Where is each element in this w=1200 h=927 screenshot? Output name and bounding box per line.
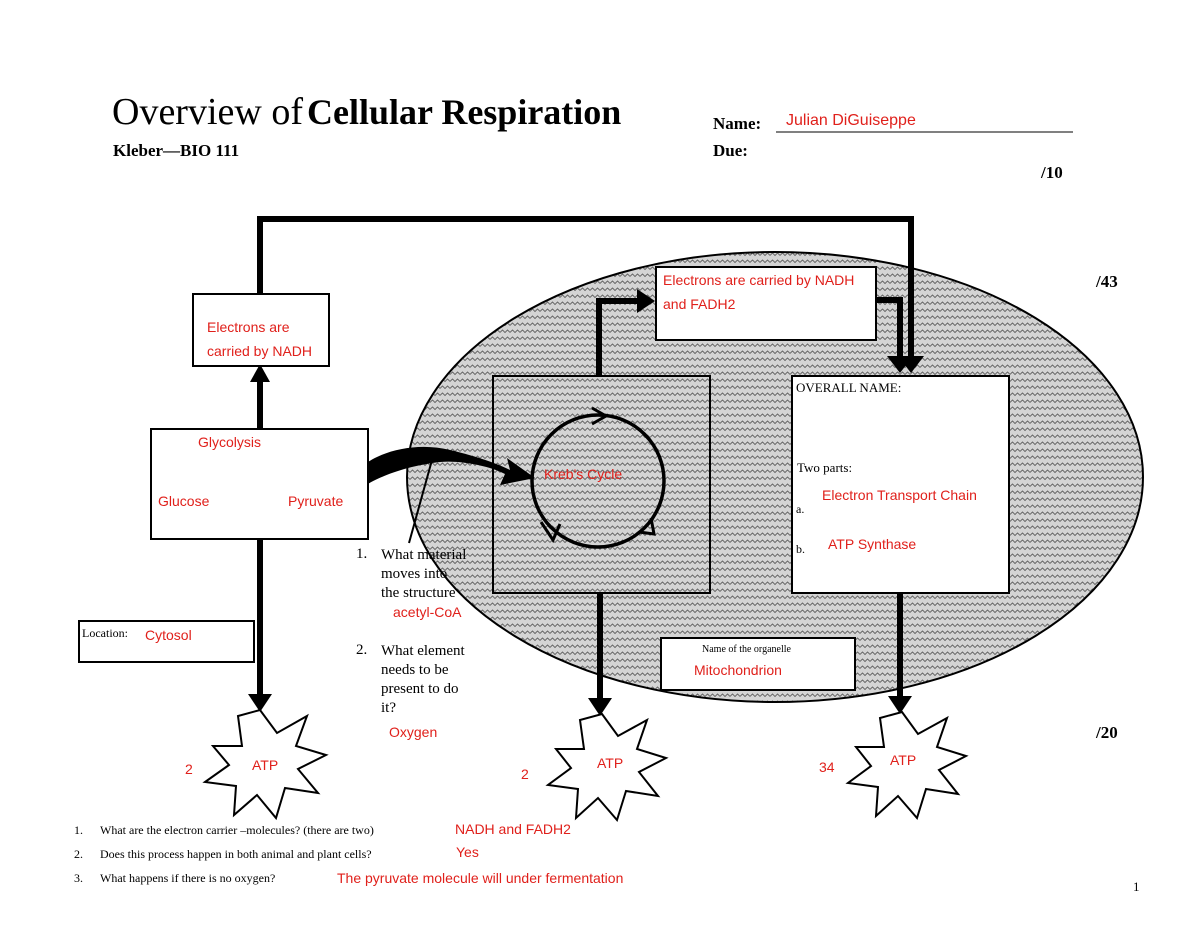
kreb-to-carrier-arrow: [596, 298, 640, 377]
mid-q2-line: it?: [381, 700, 396, 716]
glycolysis-carrier-text[interactable]: Electrons are carried by NADH: [207, 319, 313, 359]
course-label: Kleber—BIO 111: [113, 141, 240, 160]
mito-carrier-arrowhead: [887, 356, 913, 373]
kreb-cycle-circle: [530, 413, 666, 549]
glycolysis-box: [150, 428, 369, 540]
bottom-q2-answer[interactable]: Yes: [456, 844, 479, 860]
mid-q2-line: needs to be: [381, 662, 449, 678]
page-number: 1: [1133, 879, 1140, 894]
mid-q1-line: the structure: [381, 585, 456, 601]
organelle-label: Name of the organelle: [702, 644, 791, 655]
due-label: Due:: [713, 141, 748, 160]
bottom-q1-num: 1.: [74, 823, 83, 837]
etc-down-arrowhead: [888, 696, 912, 714]
bottom-q1-text: What are the electron carrier –molecules…: [100, 823, 374, 837]
bottom-q3-answer[interactable]: The pyruvate molecule will under ferment…: [337, 870, 624, 886]
atp-label-left: ATP: [252, 757, 279, 773]
part-a-label: a.: [796, 502, 805, 516]
mid-q1-line: moves into: [381, 566, 448, 582]
atp-starburst-right: [845, 710, 969, 821]
location-label: Location:: [82, 626, 128, 640]
organelle-box: Name of the organelle Mitochondrion: [660, 637, 856, 691]
question-pointer-line: [408, 459, 433, 544]
kreb-arrow-right: [638, 517, 656, 536]
atp-count-right[interactable]: 34: [819, 759, 835, 775]
name-label: Name:: [713, 114, 762, 133]
mid-q1-line: What material: [381, 547, 467, 563]
title-plain: Overview of: [112, 91, 303, 133]
name-value[interactable]: Julian DiGuiseppe: [786, 112, 916, 129]
atp-starburst-mid: [545, 712, 669, 823]
kreb-down-arrowhead: [588, 698, 612, 716]
mito-carrier-box: Electrons are carried by NADH and FADH2: [655, 266, 877, 341]
atp-label-right: ATP: [890, 752, 917, 768]
bottom-q1-answer[interactable]: NADH and FADH2: [455, 821, 571, 837]
kreb-arrow-left: [539, 521, 562, 544]
glucose-label[interactable]: Glucose: [158, 493, 210, 509]
part-a-value[interactable]: Electron Transport Chain: [822, 487, 977, 503]
mito-carrier-text[interactable]: Electrons are carried by NADH and FADH2: [663, 272, 855, 312]
mid-q1-text: What material moves into the structure: [381, 546, 466, 603]
page-title: Overview of Cellular Respiration: [112, 90, 621, 134]
score-10: /10: [1041, 163, 1063, 182]
glycolysis-up-arrowhead: [250, 364, 270, 382]
mid-q2-text: What element needs to be present to do i…: [381, 642, 465, 718]
bottom-q3-num: 3.: [74, 871, 83, 885]
mid-q1-answer[interactable]: acetyl-CoA: [393, 604, 462, 620]
location-value[interactable]: Cytosol: [145, 627, 192, 643]
organelle-value[interactable]: Mitochondrion: [694, 662, 782, 678]
glycolysis-down-arrowhead: [248, 694, 272, 712]
mito-carrier-arrow: [875, 297, 903, 362]
kreb-box: [492, 375, 711, 594]
atp-count-left[interactable]: 2: [185, 761, 193, 777]
mid-q2-line: What element: [381, 643, 465, 659]
overall-name-label: OVERALL NAME:: [796, 380, 902, 395]
mid-q1-num: 1.: [356, 546, 368, 562]
etc-box: [791, 375, 1010, 594]
title-bold: Cellular Respiration: [306, 92, 622, 132]
atp-starburst-left: [202, 708, 329, 821]
mid-q2-answer[interactable]: Oxygen: [389, 724, 438, 740]
score-43: /43: [1096, 272, 1118, 291]
kreb-cycle-label[interactable]: Kreb's Cycle: [544, 466, 623, 482]
curved-arrow-to-kreb: [352, 446, 535, 488]
atp-label-mid: ATP: [597, 755, 624, 771]
bottom-q3-text: What happens if there is no oxygen?: [100, 871, 276, 885]
mid-q2-num: 2.: [356, 642, 368, 658]
bottom-q2-num: 2.: [74, 847, 83, 861]
pyruvate-label[interactable]: Pyruvate: [288, 493, 344, 509]
two-parts-label: Two parts:: [797, 460, 853, 475]
part-b-label: b.: [796, 542, 805, 556]
bottom-q2-text: Does this process happen in both animal …: [100, 847, 372, 861]
kreb-arrow-top: [591, 406, 610, 426]
atp-count-mid[interactable]: 2: [521, 766, 529, 782]
glycolysis-carrier-box: Electrons are carried by NADH: [192, 293, 330, 367]
top-connector-arrow: [257, 216, 914, 362]
score-20: /20: [1096, 723, 1118, 742]
kreb-to-carrier-arrowhead: [637, 289, 655, 313]
location-box: Location: Cytosol: [78, 620, 255, 663]
mid-q2-line: present to do: [381, 681, 459, 697]
glycolysis-title[interactable]: Glycolysis: [198, 434, 262, 450]
part-b-value[interactable]: ATP Synthase: [828, 536, 917, 552]
